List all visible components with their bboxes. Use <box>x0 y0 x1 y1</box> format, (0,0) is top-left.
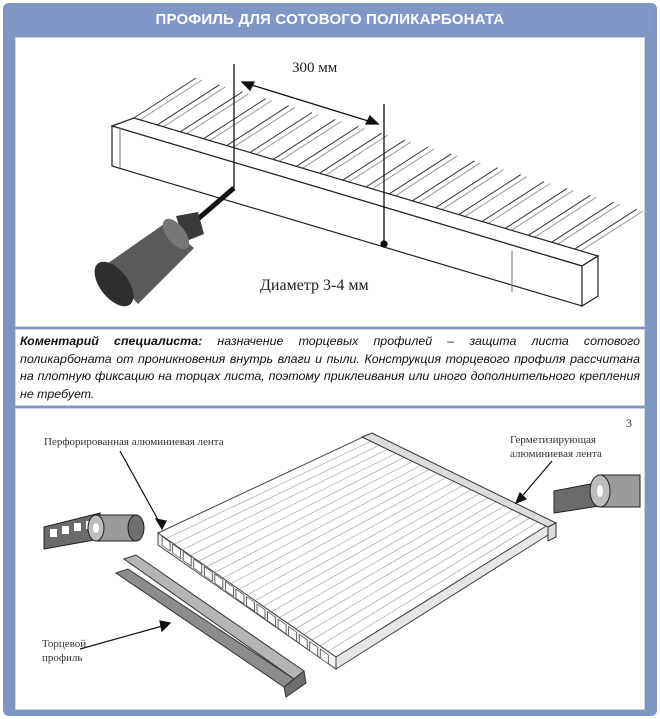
installation-diagram: 3 <box>42 416 641 698</box>
callout-arrows <box>79 450 553 650</box>
label-end-profile-line2: профиль <box>42 652 82 664</box>
page-number: 3 <box>626 416 632 430</box>
label-sealing-tape-line1: Герметизирующая <box>510 434 596 446</box>
dimension-marker <box>233 64 388 248</box>
comment-lead: Коментарий специалиста: <box>20 334 203 348</box>
label-perforated-tape: Перфорированная алюминиевая лента <box>44 436 224 448</box>
sealing-tape-roll-icon <box>553 474 641 514</box>
sheet-ribs <box>133 77 644 252</box>
label-end-profile-line1: Торцевой <box>42 638 86 650</box>
end-profile <box>114 554 307 698</box>
comment-paragraph: Коментарий специалиста: назначение торце… <box>20 333 640 403</box>
sheet-cells <box>161 535 329 665</box>
sealing-tape-strip <box>360 432 558 542</box>
diameter-label: Диаметр 3-4 мм <box>260 277 369 294</box>
label-sealing-tape-line2: алюминиевая лента <box>510 448 602 460</box>
installation-diagram-panel: 3 <box>15 408 645 710</box>
infographic-frame: ПРОФИЛЬ ДЛЯ СОТОВОГО ПОЛИКАРБОНАТА <box>3 3 657 716</box>
drilling-diagram: 300 мм Диаметр 3-4 мм <box>94 60 644 308</box>
comment-body: назначение торцевых профилей – защита ли… <box>20 334 640 401</box>
page-title: ПРОФИЛЬ ДЛЯ СОТОВОГО ПОЛИКАРБОНАТА <box>7 7 653 33</box>
drill-icon <box>94 186 236 307</box>
specialist-comment: Коментарий специалиста: назначение торце… <box>15 329 645 406</box>
drilling-diagram-panel: 300 мм Диаметр 3-4 мм <box>15 37 645 327</box>
dimension-label: 300 мм <box>292 60 338 76</box>
perforated-tape-roll-icon <box>43 512 145 550</box>
